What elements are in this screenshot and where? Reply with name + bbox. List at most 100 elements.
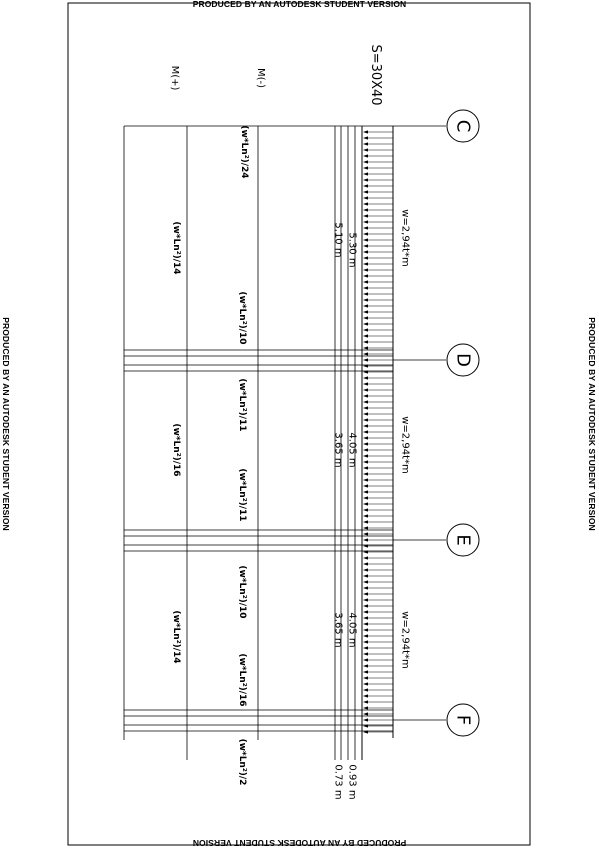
axis-f: F <box>393 703 480 737</box>
load-arrow-head <box>363 274 368 278</box>
load-arrow-head <box>363 508 368 512</box>
axis-bubble <box>446 109 480 143</box>
watermark-top: PRODUCED BY AN AUTODESK STUDENT VERSION <box>192 0 407 9</box>
load-arrow-head <box>363 352 368 356</box>
load-arrow-head <box>363 232 368 236</box>
moment-negative-f-right: (w*Ln²)/2 <box>237 739 247 786</box>
load-arrow-head <box>363 628 368 632</box>
axis-bubble <box>446 703 480 737</box>
load-arrow-head <box>363 190 368 194</box>
load-arrow-head <box>363 250 368 254</box>
load-arrow-head <box>363 136 368 140</box>
load-arrow-head <box>363 388 368 392</box>
load-arrow-head <box>363 454 368 458</box>
load-arrow-head <box>363 640 368 644</box>
drawing-frame <box>67 2 531 846</box>
row-label-positive-moment: M(+) <box>169 66 180 91</box>
load-arrow-head <box>363 130 368 134</box>
load-arrow-head <box>363 724 368 728</box>
load-arrow-head <box>363 622 368 626</box>
load-arrow-head <box>363 646 368 650</box>
load-arrow-head <box>363 280 368 284</box>
load-arrow-head <box>363 592 368 596</box>
axis-bubble <box>446 523 480 557</box>
load-arrow-head <box>363 286 368 290</box>
moment-positive-span-de: (w*Ln²)/16 <box>171 423 181 476</box>
load-arrow-head <box>363 382 368 386</box>
load-arrow-head <box>363 220 368 224</box>
load-arrow-head <box>363 202 368 206</box>
moment-positive-span-cd: (w*Ln²)/14 <box>171 221 181 274</box>
moment-negative-e-right: (w*Ln²)/10 <box>237 565 247 618</box>
load-arrow-head <box>363 490 368 494</box>
load-arrow-head <box>363 700 368 704</box>
load-arrow-head <box>363 538 368 542</box>
load-arrow-head <box>363 412 368 416</box>
column-bands <box>124 349 393 732</box>
section-label: S=30X40 <box>368 44 383 105</box>
load-label-span-cd: w=2,94t*m <box>400 209 411 267</box>
load-arrow-head <box>363 586 368 590</box>
load-arrow-head <box>363 256 368 260</box>
row-label-negative-moment: M(-) <box>255 68 266 88</box>
load-arrow-head <box>363 688 368 692</box>
load-arrow-head <box>363 400 368 404</box>
load-arrow-head <box>363 682 368 686</box>
load-arrow-head <box>363 676 368 680</box>
load-arrow-head <box>363 448 368 452</box>
load-arrow-head <box>363 262 368 266</box>
load-arrow-head <box>363 424 368 428</box>
load-arrow-head <box>363 142 368 146</box>
load-arrow-head <box>363 478 368 482</box>
column-band-f <box>124 709 393 732</box>
load-arrow-head <box>363 652 368 656</box>
load-arrow-head <box>363 658 368 662</box>
load-arrow-head <box>363 406 368 410</box>
axis-label: E <box>453 534 474 545</box>
load-arrow-head <box>363 604 368 608</box>
load-arrow-head <box>363 154 368 158</box>
span-length-inner-ef: 3.65 m <box>333 612 344 647</box>
load-arrow-head <box>363 580 368 584</box>
load-arrow-head <box>363 556 368 560</box>
load-arrow-head <box>363 340 368 344</box>
moment-negative-d-left: (w*Ln²)/10 <box>237 291 247 344</box>
load-arrow-head <box>363 184 368 188</box>
moment-positive-span-ef: (w*Ln²)/14 <box>171 610 181 663</box>
load-label-span-ef: w=2,94t*m <box>400 611 411 669</box>
load-arrow-head <box>363 148 368 152</box>
span-length-inner-cd: 5.10 m <box>333 222 344 257</box>
span-length-inner-de: 3.65 m <box>333 432 344 467</box>
load-arrow-head <box>363 304 368 308</box>
load-arrow-head <box>363 526 368 530</box>
load-arrow-head <box>363 706 368 710</box>
load-arrow-head <box>363 712 368 716</box>
axis-bubble <box>446 343 480 377</box>
load-arrow-head <box>363 598 368 602</box>
moment-negative-d-right: (w*Ln²)/11 <box>237 378 247 431</box>
load-arrow-head <box>363 520 368 524</box>
axis-label: C <box>453 120 474 133</box>
span-length-inner-cantilever: 0.73 m <box>333 764 344 799</box>
load-arrow-head <box>363 292 368 296</box>
load-arrow-head <box>363 370 368 374</box>
load-arrow-head <box>363 178 368 182</box>
load-arrow-head <box>363 166 368 170</box>
load-arrow-head <box>363 574 368 578</box>
load-arrow-head <box>363 358 368 362</box>
load-label-span-de: w=2,94t*m <box>400 416 411 474</box>
load-arrow-head <box>363 694 368 698</box>
moment-negative-f-left: (w*Ln²)/16 <box>237 653 247 706</box>
load-arrow-head <box>363 514 368 518</box>
axis-label: D <box>453 353 474 367</box>
load-arrow-head <box>363 550 368 554</box>
span-length-outer-cd: 5.30 m <box>347 232 358 267</box>
span-length-outer-cantilever: 0.93 m <box>347 764 358 799</box>
load-arrow-head <box>363 664 368 668</box>
load-arrow-head <box>363 172 368 176</box>
load-arrow-head <box>363 208 368 212</box>
load-arrow-head <box>363 484 368 488</box>
column-band-d <box>124 349 393 372</box>
